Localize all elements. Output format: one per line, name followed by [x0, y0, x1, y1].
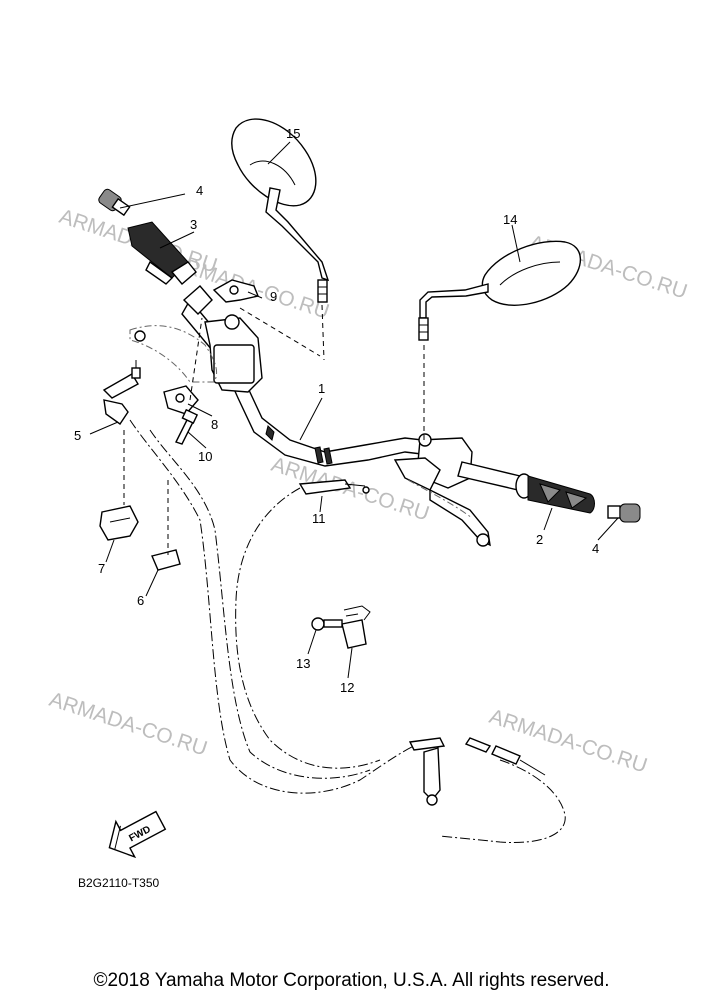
callout-labels: 1 2 3 4 4 5 6 7 8 9 10 11 12 13 14 15 — [74, 126, 599, 695]
callout-1: 1 — [318, 381, 325, 396]
callout-2: 2 — [536, 532, 543, 547]
callout-15: 15 — [286, 126, 300, 141]
assembly-lines — [123, 304, 425, 555]
cable-routing — [129, 419, 566, 844]
bolt-13 — [311, 617, 343, 631]
callout-14: 14 — [503, 212, 517, 227]
leader-lines — [89, 141, 619, 679]
bolt — [175, 408, 199, 445]
callout-7: 7 — [98, 561, 105, 576]
callout-9: 9 — [270, 289, 277, 304]
right-bar-end — [607, 503, 641, 523]
callout-12: 12 — [340, 680, 354, 695]
callout-13: 13 — [296, 656, 310, 671]
throttle-cable-fitting — [298, 479, 370, 495]
bracket-12 — [341, 605, 371, 649]
watermark: ARMADA-CO.RU — [486, 705, 650, 778]
cable-holder — [102, 360, 141, 425]
right-grip — [457, 461, 595, 514]
callout-3: 3 — [190, 217, 197, 232]
copyright-notice: ©2018 Yamaha Motor Corporation, U.S.A. A… — [93, 970, 610, 991]
callout-4: 4 — [592, 541, 599, 556]
left-grip — [127, 221, 197, 285]
right-mirror — [418, 240, 582, 341]
callout-10: 10 — [198, 449, 212, 464]
callout-11: 11 — [312, 511, 326, 526]
watermark: ARMADA-CO.RU — [46, 688, 210, 761]
left-bar-tube — [182, 285, 213, 315]
callout-4: 4 — [196, 183, 203, 198]
callout-8: 8 — [211, 417, 218, 432]
left-mirror — [231, 118, 330, 303]
diagram-code: B2G2110-T350 — [78, 876, 159, 890]
callout-6: 6 — [137, 593, 144, 608]
fwd-arrow-icon: FWD — [108, 810, 167, 859]
callout-5: 5 — [74, 428, 81, 443]
bracket — [163, 385, 199, 415]
clip — [99, 505, 139, 541]
left-switch-assembly — [129, 314, 263, 393]
left-bar-end — [98, 188, 131, 217]
small-clamp — [151, 549, 181, 571]
